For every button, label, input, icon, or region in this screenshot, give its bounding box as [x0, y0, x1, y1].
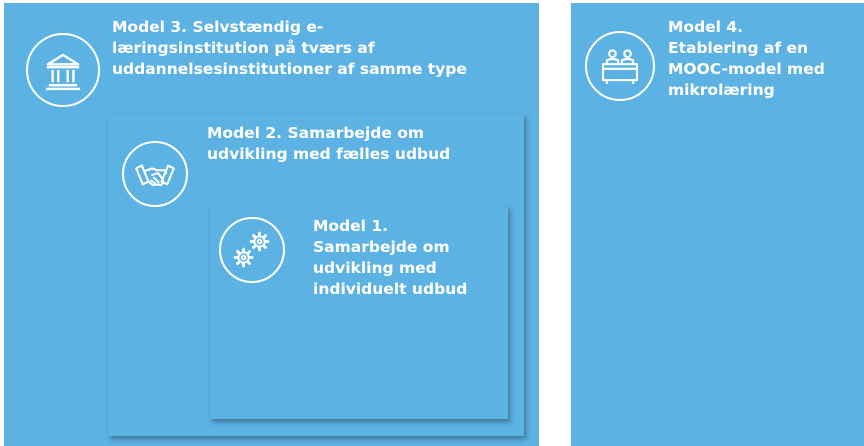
model-1-box: Model 1. Samarbejde om udvikling med ind… — [210, 206, 508, 419]
model-1-title: Model 1. Samarbejde om udvikling med ind… — [313, 217, 468, 298]
people-at-desk-icon — [585, 31, 655, 101]
model-2-title: Model 2. Samarbejde om udvikling med fæl… — [207, 124, 451, 163]
model-4-title: Model 4. Etablering af en MOOC-model med… — [668, 18, 825, 99]
model-4-box: Model 4. Etablering af en MOOC-model med… — [571, 3, 864, 446]
model-3-title: Model 3. Selvstændig e- læringsinstituti… — [112, 18, 467, 78]
gears-icon — [219, 217, 285, 283]
institution-building-icon — [26, 33, 100, 107]
handshake-icon — [122, 141, 188, 207]
